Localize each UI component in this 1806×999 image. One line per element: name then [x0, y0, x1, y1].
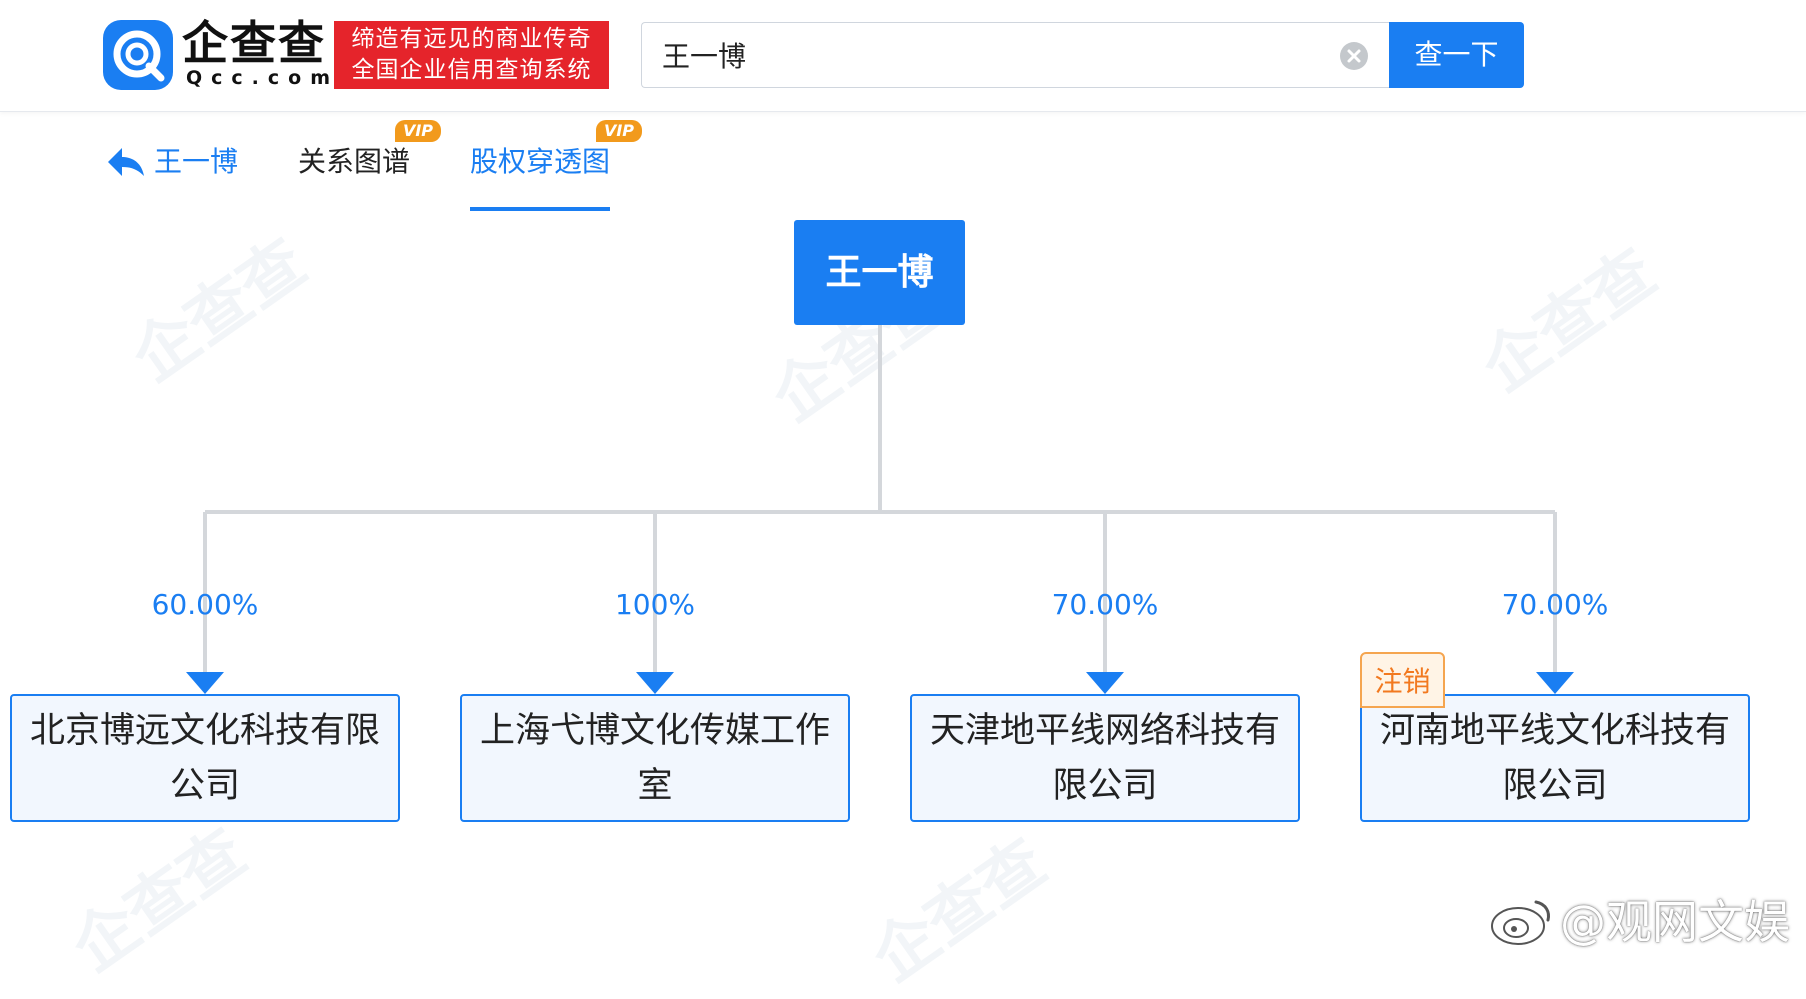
company-node-1[interactable]: 北京博远文化科技有限公司 — [10, 694, 400, 822]
root-person-node[interactable]: 王一博 — [794, 220, 965, 325]
share-percent-3: 70.00% — [1051, 588, 1159, 621]
share-percent-4: 70.00% — [1501, 588, 1609, 621]
weibo-watermark: @观网文娱 — [1560, 895, 1790, 949]
vip-badge: VIP — [596, 120, 642, 142]
share-percent-2: 100% — [614, 588, 696, 621]
slogan-banner: 缔造有远见的商业传奇 全国企业信用查询系统 — [334, 21, 609, 89]
logo-domain: Qcc.com — [186, 67, 340, 89]
share-percent-1: 60.00% — [151, 588, 259, 621]
slogan-line-2: 全国企业信用查询系统 — [351, 57, 592, 83]
search-button[interactable]: 查一下 — [1389, 22, 1524, 88]
search-input[interactable] — [662, 37, 1302, 73]
weibo-icon — [1491, 900, 1550, 945]
company-node-2[interactable]: 上海弋博文化传媒工作室 — [460, 694, 850, 822]
clear-icon[interactable] — [1340, 42, 1368, 70]
tree-connectors — [186, 325, 1574, 694]
company-node-4[interactable]: 河南地平线文化科技有限公司 — [1360, 694, 1750, 822]
logo-wordmark[interactable]: 企查查 — [182, 16, 326, 70]
back-link-label: 王一博 — [154, 145, 239, 178]
back-arrow-icon — [108, 148, 144, 176]
company-node-3[interactable]: 天津地平线网络科技有限公司 — [910, 694, 1300, 822]
search-box — [641, 22, 1389, 88]
tab-relation-graph[interactable]: 关系图谱 — [298, 145, 411, 178]
slogan-line-1: 缔造有远见的商业传奇 — [351, 26, 592, 52]
qcc-logo-icon[interactable] — [103, 20, 173, 90]
tab-equity-penetration[interactable]: 股权穿透图 — [470, 145, 611, 178]
status-badge-deregistered: 注销 — [1360, 652, 1445, 708]
top-header: 企查查 Qcc.com 缔造有远见的商业传奇 全国企业信用查询系统 查一下 — [0, 0, 1806, 112]
vip-badge: VIP — [395, 120, 441, 142]
active-tab-indicator — [470, 207, 610, 211]
